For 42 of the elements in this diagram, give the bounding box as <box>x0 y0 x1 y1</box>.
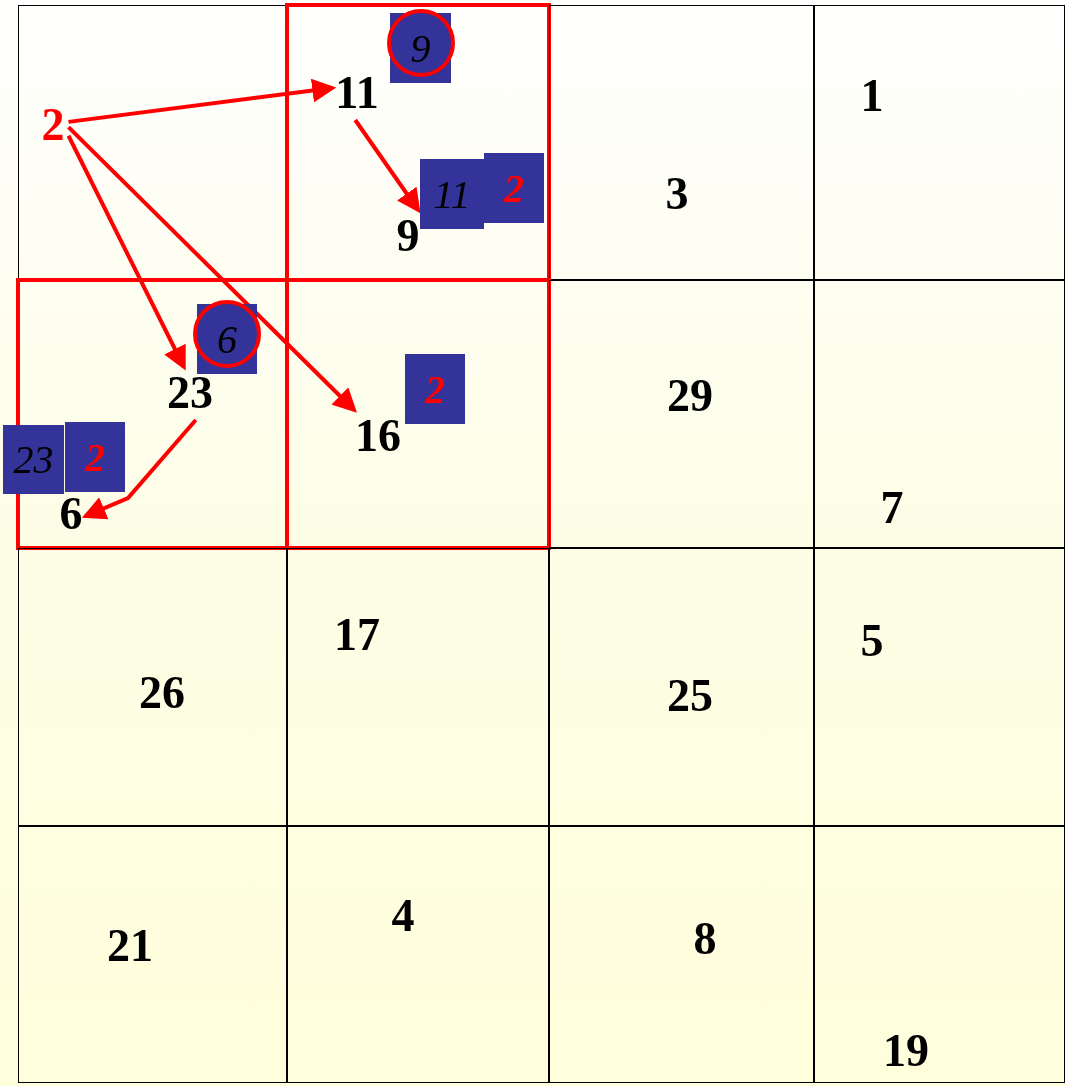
number-label: 16 <box>355 413 401 459</box>
grid-cell <box>18 826 287 1083</box>
grid-cell <box>549 826 814 1083</box>
number-tag: 11 <box>420 159 484 229</box>
arrow <box>68 78 337 124</box>
highlighted-grid-cell <box>287 5 549 280</box>
number-tag: 2 <box>405 354 465 424</box>
number-label: 2 <box>41 102 65 148</box>
cell-number: 21 <box>107 923 153 969</box>
number-tag: 23 <box>3 425 64 494</box>
number-tag: 2 <box>65 422 125 492</box>
cell-number: 4 <box>391 893 415 939</box>
grid-cell <box>814 548 1065 826</box>
cell-number: 25 <box>667 673 713 719</box>
cell-number: 17 <box>334 612 380 658</box>
grid-cell <box>287 826 549 1083</box>
arrow <box>353 118 421 214</box>
grid-cell <box>814 280 1065 548</box>
grid-cell <box>814 5 1065 280</box>
arrow <box>67 125 357 413</box>
cell-number: 8 <box>693 916 717 962</box>
number-label: 11 <box>335 70 379 116</box>
cell-number: 29 <box>667 373 713 419</box>
grid-cell <box>549 280 814 548</box>
grid-cell <box>287 548 549 826</box>
cell-number: 3 <box>665 171 689 217</box>
grid-cell <box>18 548 287 826</box>
number-label: 6 <box>59 491 83 537</box>
grid-cell <box>549 548 814 826</box>
grid-cell <box>549 5 814 280</box>
highlighted-grid-cell <box>287 280 549 548</box>
cell-number: 7 <box>880 485 904 531</box>
cell-number: 19 <box>883 1028 929 1074</box>
cell-number: 1 <box>860 73 884 119</box>
cell-number: 5 <box>860 618 884 664</box>
arrow <box>81 418 198 520</box>
cell-number: 26 <box>139 670 185 716</box>
number-tag: 2 <box>484 153 544 223</box>
arrow <box>66 134 186 371</box>
number-label: 9 <box>396 213 420 259</box>
grid-cell <box>814 826 1065 1083</box>
grid-cell <box>18 5 287 280</box>
